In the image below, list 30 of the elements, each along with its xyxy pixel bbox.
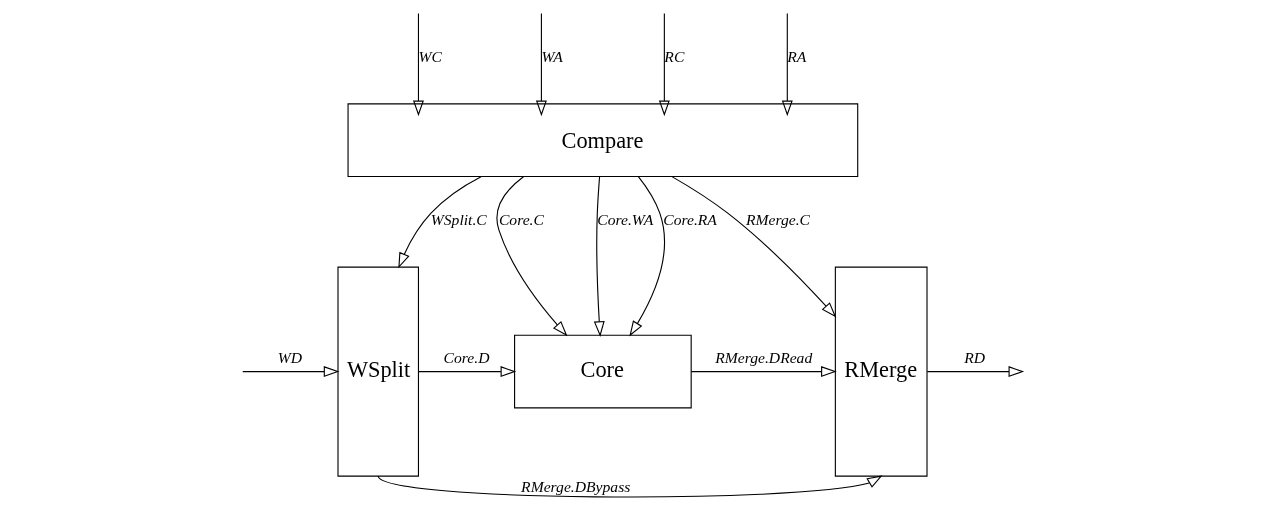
arrow [926,366,1024,378]
arrow [670,176,836,318]
edge-label: Core.WA [596,210,653,228]
arrow [593,176,605,337]
node-box: RMerge [834,266,928,477]
node-box: WSplit [336,266,419,477]
arrow [412,12,424,117]
arrow [417,366,516,378]
edge-label: WD [277,348,302,366]
edge-label: WSplit.C [430,210,487,228]
edge-label: Core.RA [662,210,717,228]
edge-label: RMerge.DBypass [520,477,630,495]
arrow [781,12,793,117]
edge-label: WC [417,47,442,65]
node-box: Compare [347,103,858,178]
arrow [241,366,339,378]
arrow [377,475,883,498]
arrow [628,176,665,337]
edge-label: RMerge.DRead [714,348,812,366]
edge-label: RMerge.C [745,210,810,228]
arrow [690,366,837,378]
node-box: Core [513,334,692,409]
edge-label: RD [963,348,985,366]
arrow [495,176,568,337]
arrow [658,12,670,117]
edge-label: Core.D [443,348,489,366]
arrow [397,176,482,269]
edge-label: WA [540,47,563,65]
arrow [535,12,547,117]
edge-label: Core.C [498,210,544,228]
